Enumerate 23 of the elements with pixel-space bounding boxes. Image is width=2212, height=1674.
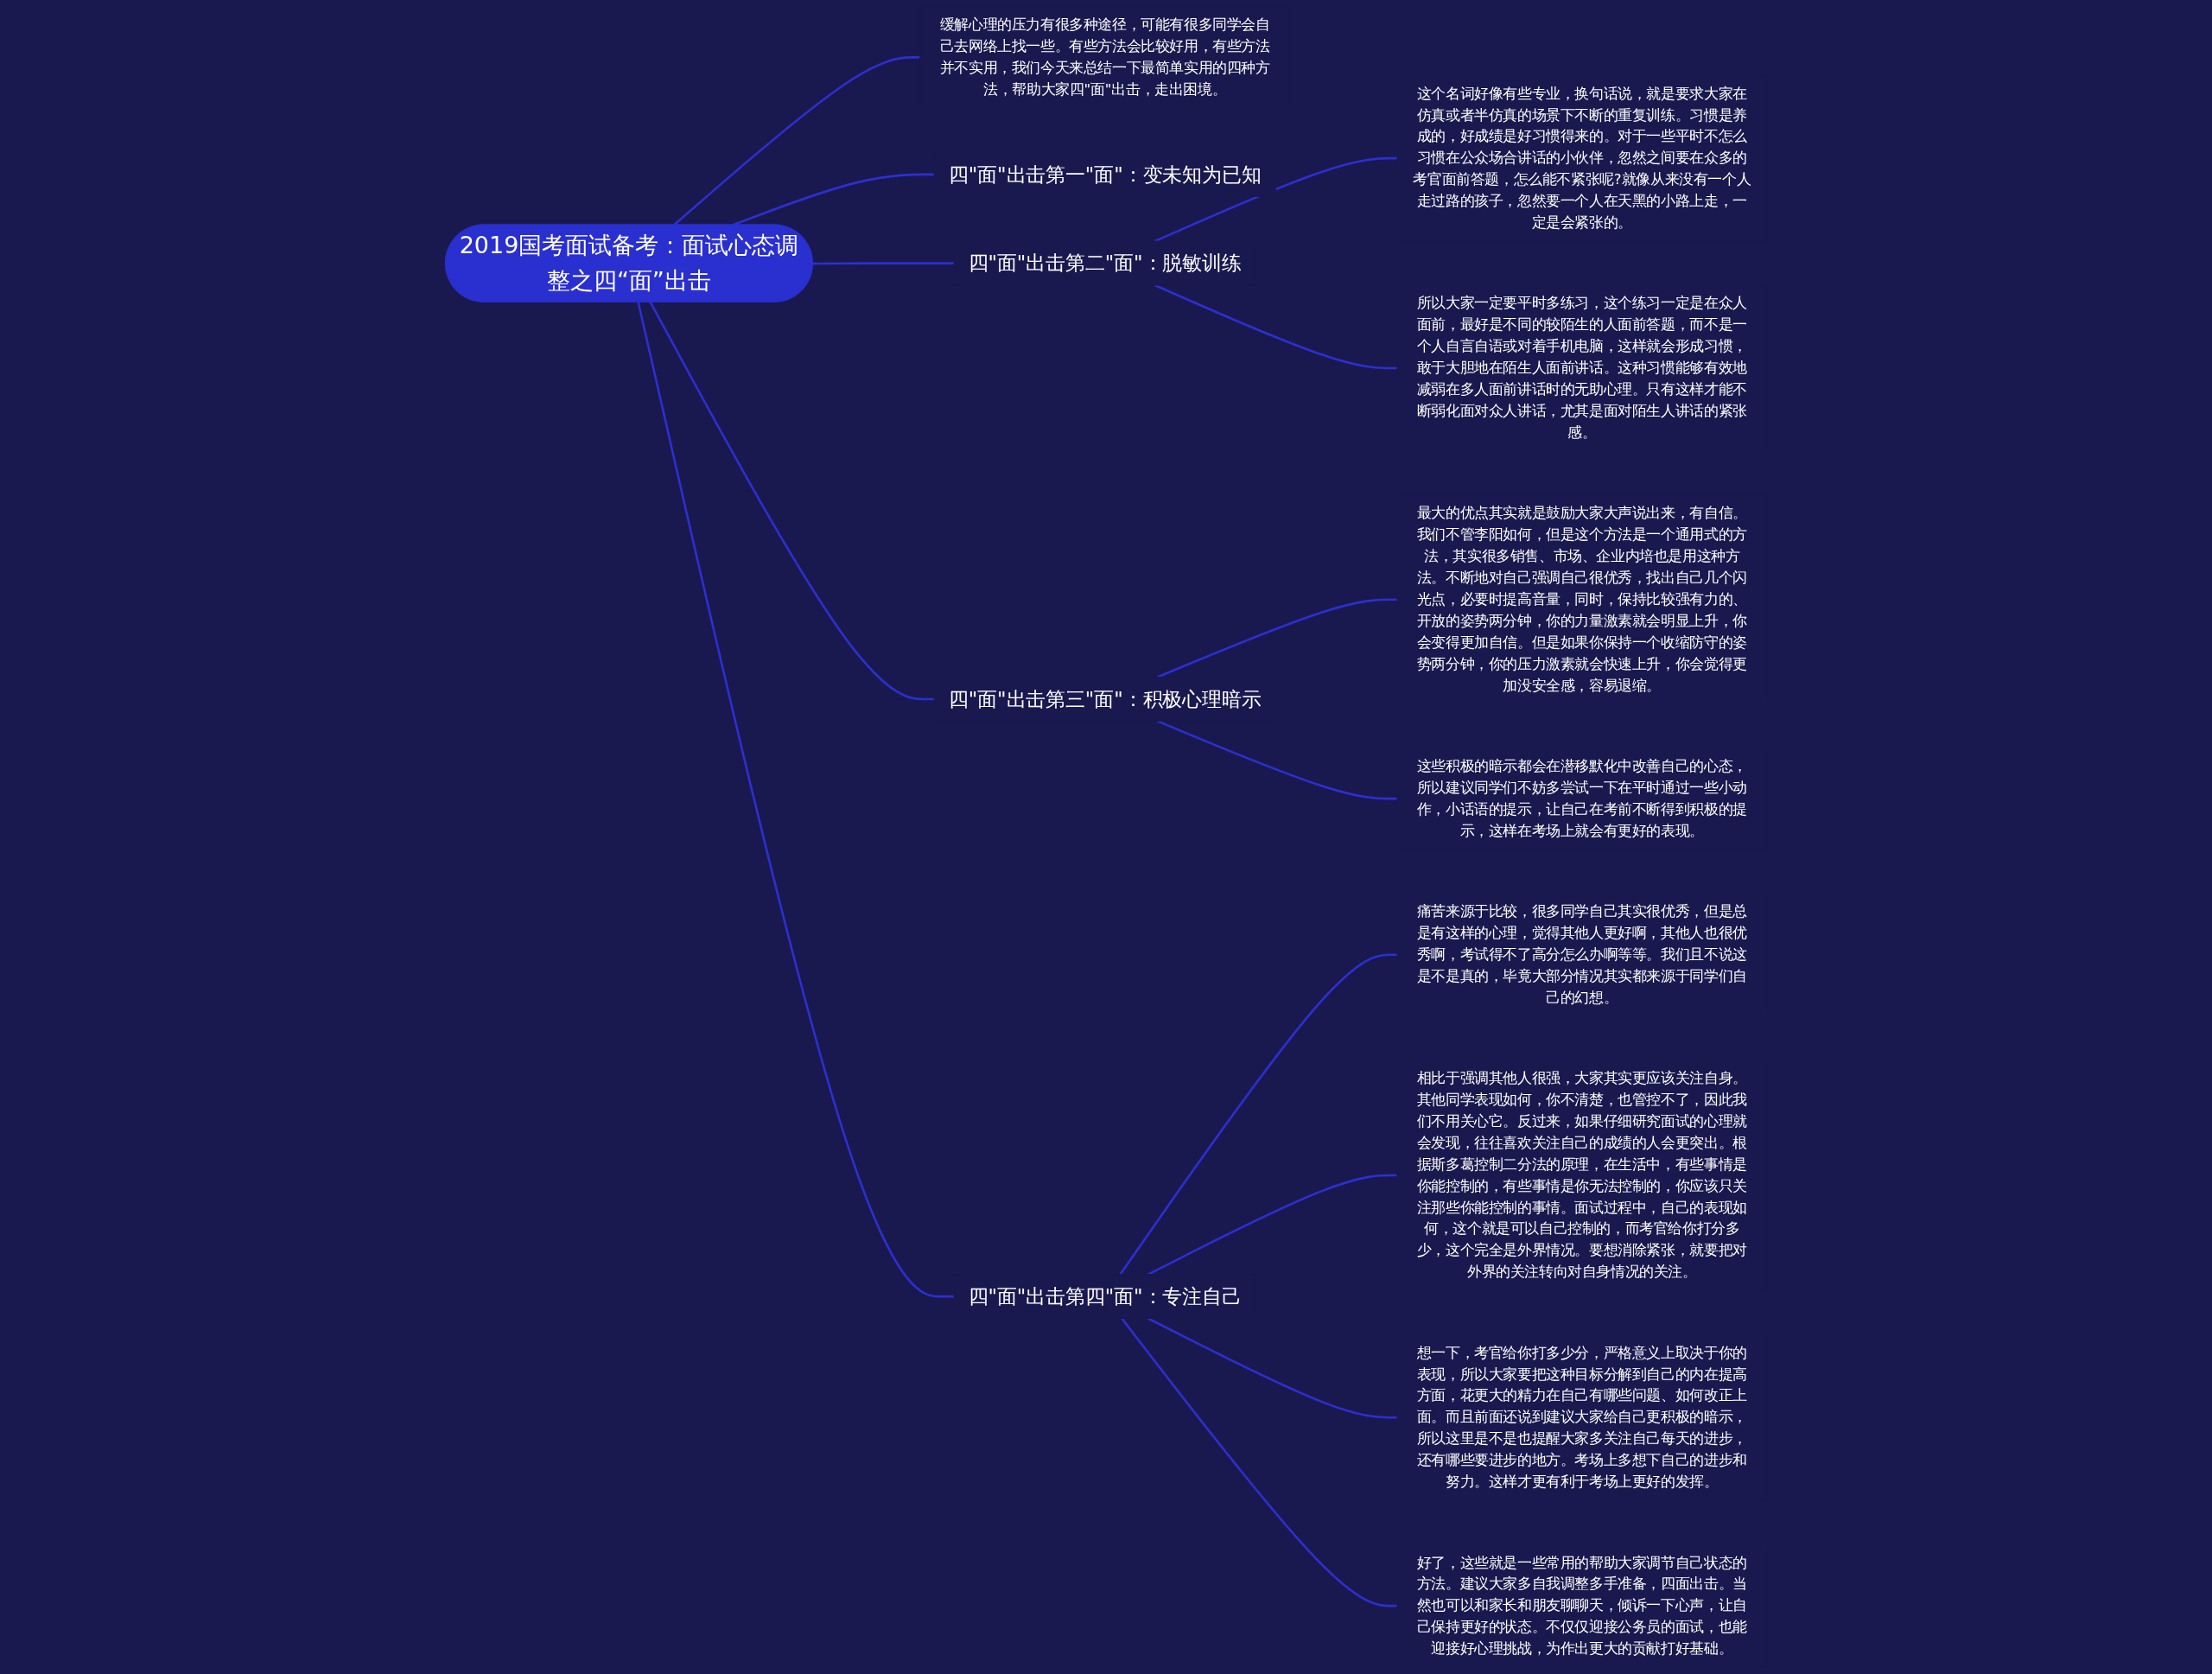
connector xyxy=(812,262,955,265)
connector xyxy=(649,302,935,701)
node-text: 四"面"出击第四"面"：专注自己 xyxy=(968,1285,1242,1308)
node-text: 四"面"出击第二"面"：脱敏训练 xyxy=(968,251,1242,275)
node-text: 四"面"出击第三"面"：积极心理暗示 xyxy=(948,687,1262,710)
node-text: 所以大家一定要平时多练习，这个练习一定是在众人面前，最好是不同的较陌生的人面前答题，而不是一个人自言自语或对着手机电脑，这样就会形成习惯，敢于大胆地在陌生人面前讲话。这种习惯能够有效地减弱在多人面前讲话时的无助心理。只有这样才能不断弱化面对众人讲话，尤其是面对陌生人讲话的紧张感。 xyxy=(1416,294,1747,442)
node-text: 这些积极的暗示都会在潜移默化中改善自己的心态，所以建议同学们不妨多尝试一下在平时通过一些小动作，小话语的提示，让自己在考前不断得到积极的提示，这样在考场上就会有更好的表现。 xyxy=(1416,757,1747,839)
node-text: 缓解心理的压力有很多种途径，可能有很多同学会自己去网络上找一些。有些方法会比较好用，有些方法并不实用，我们今天来总结一下最简单实用的四种方法，帮助大家四"面"出击，走出困境。 xyxy=(939,16,1270,99)
connector xyxy=(1121,1317,1397,1607)
connector xyxy=(1119,953,1397,1276)
node-text: 四"面"出击第一"面"：变未知为已知 xyxy=(948,162,1262,186)
node-text: 痛苦来源于比较，很多同学自己其实很优秀，但是总是有这样的心理，觉得其他人更好啊，其他人也很优秀啊，考试得不了高分怎么办啊等等。我们且不说这是不是真的，毕竟大部分情况其实都来源于同学们自己的幻想。 xyxy=(1416,902,1747,1006)
node-text: 最大的优点其实就是鼓励大家大声说出来，有自信。我们不管李阳如何，但是这个方法是一个通用式的方法，其实很多销售、市场、企业内培也是用这种方法。不断地对自己强调自己很优秀，找出自己几个闪光点，必要时提高音量，同时，保持比较强有力的、开放的姿势两分钟，你的力量激素就会明显上升，你会变得更加自信。但是如果你保持一个收缩防守的姿势两分钟，你的压力激素就会快速上升，你会觉得更加没安全感，容易退缩。 xyxy=(1416,504,1747,694)
connector xyxy=(1157,720,1397,800)
node-text: 这个名词好像有些专业，换句话说，就是要求大家在仿真或者半仿真的场景下不断的重复训练。习惯是养成的，好成绩是好习惯得来的。对于一些平时不怎么习惯在公众场合讲话的小伙伴，忽然之间要在众多的考官面前答题，怎么能不紧张呢?就像从来没有一个人走过路的孩子，忽然要一个人在天黑的小路上走，一定是会紧张的。 xyxy=(1413,85,1751,232)
node-text: 想一下，考官给你打多少分，严格意义上取决于你的表现，所以大家要把这种目标分解到自己的内在提高方面，花更大的精力在自己有哪些问题、如何改正上面。而且前面还说到建议大家给自己更积极的暗示，所以这里是不是也提醒大家多关注自己每天的进步，还有哪些要进步的地方。考场上多想下自己的进步和努力。这样才更有利于考场上更好的发挥。 xyxy=(1416,1344,1747,1491)
connector xyxy=(1147,1174,1397,1276)
node-text: 相比于强调其他人很强，大家其实更应该关注自身。其他同学表现如何，你不清楚，也管控不了，因此我们不用关心它。反过来，如果仔细研究面试的心理就会发现，往往喜欢关注自己的成绩的人会更突出。根据斯多葛控制二分法的原理，在生活中，有些事情是你能控制的，有些事情是你无法控制的，你应该只关注那些你能控制的事情。面试过程中，自己的表现如何，这个就是可以自己控制的，而考官给你打分多少，这个完全是外界情况。要想消除紧张，就要把对外界的关注转向对自身情况的关注。 xyxy=(1416,1069,1747,1281)
connector xyxy=(637,302,955,1298)
connector xyxy=(1147,1317,1397,1419)
node-text: 好了，这些就是一些常用的帮助大家调节自己状态的方法。建议大家多自我调整多手准备，四面出击。当然也可以和家长和朋友聊聊天，倾诉一下心声，让自己保持更好的状态。不仅仅迎接公务员的面试，也能迎接好心理挑战，为作出更大的贡献打好基础。 xyxy=(1416,1553,1747,1658)
connector xyxy=(1154,156,1397,243)
connector xyxy=(1157,598,1397,678)
